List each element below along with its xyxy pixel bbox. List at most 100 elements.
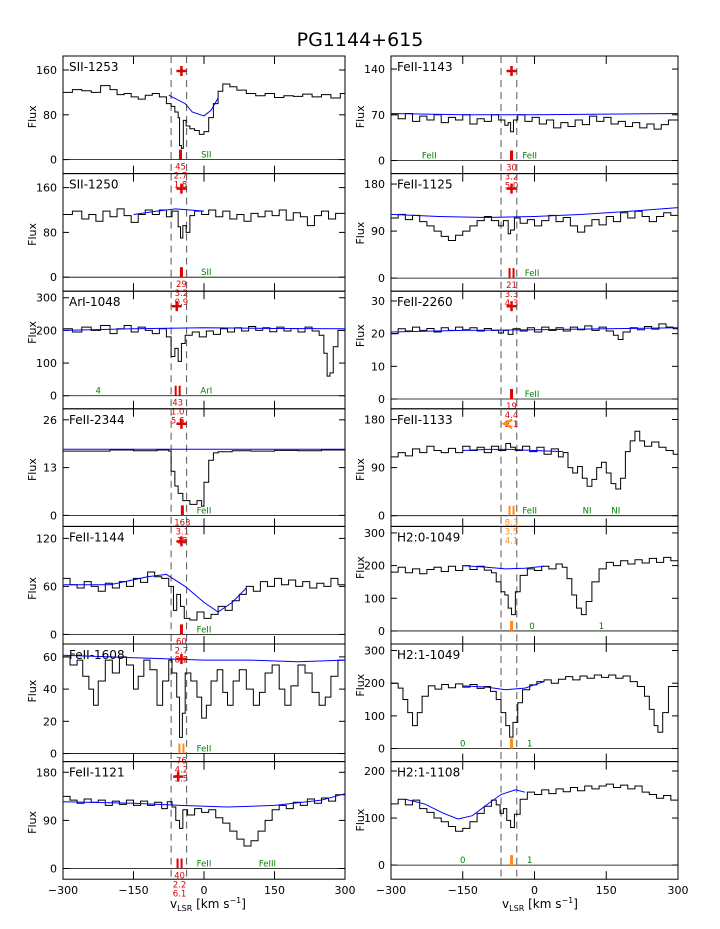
y-tick-label: 0 [50, 863, 57, 876]
panel-label: FeII-2260 [397, 295, 453, 309]
panel-label: SII-1253 [69, 60, 119, 74]
y-tick-label: 180 [364, 178, 385, 191]
component-value: 0.9 [175, 298, 189, 308]
y-axis-label: Flux [26, 576, 39, 599]
y-axis-label: Flux [26, 679, 39, 702]
continuum-fit [133, 208, 205, 215]
line-id: NI [583, 507, 592, 517]
continuum-fit [462, 448, 564, 453]
continuum-fit [405, 789, 526, 820]
y-tick-label: 0 [50, 154, 57, 167]
panel-label: FeII-1121 [69, 766, 125, 780]
y-tick-label: 60 [43, 651, 57, 664]
component-value: 2.2 [173, 881, 187, 891]
panel-label: H2:1-1049 [397, 648, 460, 662]
y-tick-label: 10 [371, 360, 385, 373]
spectrum-line [391, 112, 679, 133]
spectrum-line [63, 325, 346, 377]
component-value: 3.5 [505, 528, 519, 538]
limit-marker [501, 418, 513, 429]
line-id: FeII [522, 152, 537, 162]
x-tick-label: 300 [668, 884, 689, 897]
y-axis-label: Flux [354, 808, 367, 831]
line-id: FeII [422, 152, 437, 162]
continuum-fit [62, 327, 346, 331]
y-tick-label: 80 [43, 109, 57, 122]
x-tick-label: −300 [48, 884, 78, 897]
y-tick-label: 30 [371, 295, 385, 308]
y-axis-label: Flux [354, 221, 367, 244]
panel-label: H2:0-1049 [397, 530, 460, 544]
y-axis-label: Flux [26, 458, 39, 481]
x-tick-label: 0 [201, 884, 208, 897]
spectrum-line [391, 555, 679, 616]
y-tick-label: 0 [378, 393, 385, 406]
component-value: 43 [172, 399, 183, 409]
y-tick-label: 300 [364, 527, 385, 540]
panel-label: FeII-1608 [69, 648, 125, 662]
line-id: 0 [460, 856, 465, 866]
continuum-fit [462, 565, 545, 570]
component-value: 60 [176, 637, 187, 647]
y-axis-label: Flux [26, 105, 39, 128]
spectrum-line [63, 449, 346, 507]
continuum-fit [462, 681, 545, 691]
y-tick-label: 20 [371, 328, 385, 341]
component-value: 3.3 [505, 290, 519, 300]
line-id: FeII [525, 390, 540, 400]
x-tick-label: −150 [448, 884, 478, 897]
x-tick-label: 150 [264, 884, 285, 897]
component-value: 19 [506, 402, 517, 412]
panel-label: FeII-1143 [397, 60, 453, 74]
y-tick-label: 0 [378, 743, 385, 756]
y-tick-label: 0 [378, 510, 385, 523]
y-tick-label: 80 [43, 226, 57, 239]
y-tick-label: 60 [43, 580, 57, 593]
y-tick-label: 0 [378, 859, 385, 872]
spectrum-line [63, 83, 346, 149]
component-value: 2.7 [175, 646, 189, 656]
y-tick-label: 40 [43, 683, 57, 696]
y-tick-label: 300 [36, 292, 57, 305]
continuum-fit [390, 112, 679, 116]
component-value: 3.2 [505, 173, 519, 183]
y-tick-label: 90 [43, 814, 57, 827]
y-tick-label: 90 [371, 225, 385, 238]
spectrum-line [391, 783, 679, 832]
line-id: 1 [527, 740, 532, 750]
spectrum-line [391, 210, 679, 242]
line-id: ArI [200, 387, 212, 397]
component-value: 4.1 [505, 537, 519, 547]
line-id: FeII [197, 745, 212, 755]
y-tick-label: 100 [364, 592, 385, 605]
line-id: SII [201, 151, 211, 161]
panels: 080160FluxSII-1253452.71.8SII080160FluxS… [26, 55, 689, 900]
component-value: 45 [175, 163, 186, 173]
y-tick-label: 0 [378, 272, 385, 285]
line-id: FeII [525, 269, 540, 279]
y-tick-label: 0 [378, 625, 385, 638]
continuum-fit [390, 327, 679, 333]
panel-label: ArI-1048 [69, 295, 121, 309]
component-value: 1.0 [171, 408, 185, 418]
spectrum-line [391, 674, 679, 738]
panel-label: H2:1-1108 [397, 766, 460, 780]
component-value: 21 [506, 281, 517, 291]
y-tick-label: 100 [364, 812, 385, 825]
x-tick-label: 300 [335, 884, 356, 897]
line-id: FeII [197, 860, 212, 870]
y-tick-label: 140 [364, 63, 385, 76]
line-id: FeII [197, 506, 212, 516]
panel-label: SII-1250 [69, 178, 119, 192]
x-tick-label: −150 [118, 884, 148, 897]
panel-label: FeII-1133 [397, 413, 453, 427]
